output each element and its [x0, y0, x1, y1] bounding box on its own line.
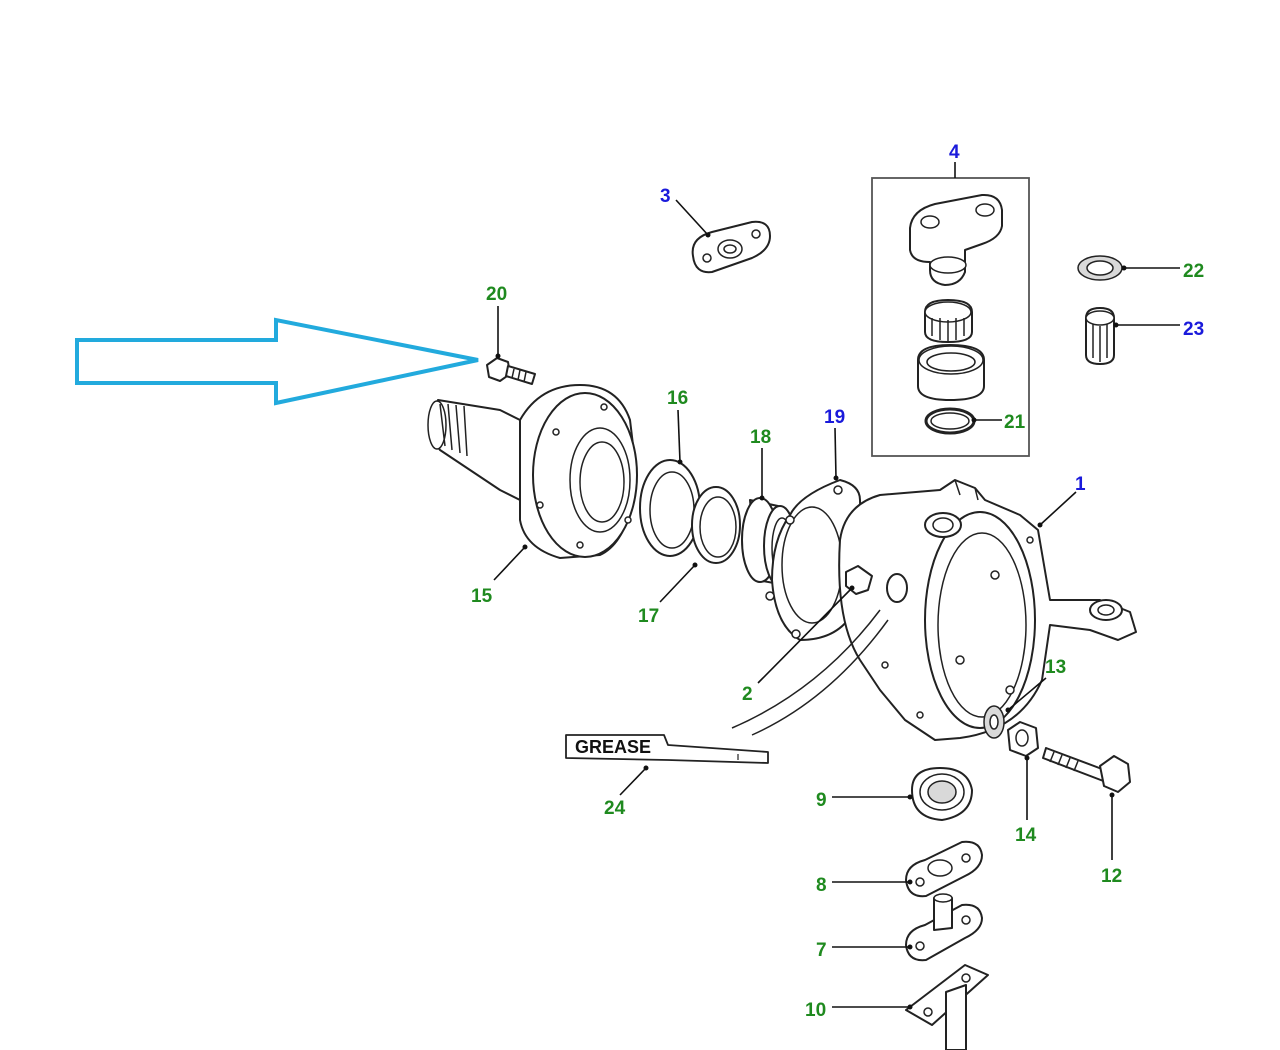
part-9-bearing [911, 767, 973, 821]
callout-4: 4 [949, 142, 960, 163]
grease-line-2 [751, 619, 889, 736]
callout-10: 10 [805, 1000, 826, 1021]
part-10-bracket [905, 964, 989, 1050]
callout-14: 14 [1015, 825, 1037, 846]
part-4-kit-box [871, 177, 1030, 457]
callout-2: 2 [742, 684, 753, 705]
part-4-swivel-pin-kit [909, 193, 1003, 435]
part-20-bolt [486, 357, 536, 385]
part-17-spacer-ring [691, 486, 741, 564]
callout-20: 20 [486, 284, 507, 305]
part-1-swivel-housing [838, 479, 1137, 741]
callout-24: 24 [604, 798, 626, 819]
callout-1: 1 [1075, 474, 1086, 495]
part-14-nut [1007, 721, 1039, 757]
callout-16: 16 [667, 388, 688, 409]
part-15-stub-axle [427, 384, 638, 559]
callout-12: 12 [1101, 866, 1122, 887]
callout-22: 22 [1183, 261, 1204, 282]
part-22-seal [1077, 255, 1123, 281]
callout-19: 19 [824, 407, 845, 428]
part-8-shim [905, 840, 983, 898]
callout-18: 18 [750, 427, 771, 448]
part-24-grease-tag: GREASE [565, 734, 769, 764]
part-3-gasket [691, 220, 771, 274]
callout-13: 13 [1045, 657, 1066, 678]
highlight-arrow [75, 317, 479, 406]
part-12-bolt [1042, 747, 1131, 793]
callout-17: 17 [638, 606, 659, 627]
grease-line-1 [731, 609, 881, 729]
part-16-oil-seal [639, 459, 701, 557]
callout-3: 3 [660, 186, 671, 207]
callout-15: 15 [471, 586, 493, 607]
part-7-swivel-pin [905, 893, 983, 962]
callout-21: 21 [1004, 412, 1026, 433]
callout-9: 9 [816, 790, 827, 811]
callout-23: 23 [1183, 319, 1204, 340]
callout-labels: 1 2 3 4 7 8 9 10 12 13 14 15 16 17 18 19… [471, 142, 1204, 1021]
callout-7: 7 [816, 940, 827, 961]
part-13-washer [983, 705, 1005, 739]
part-23-needle-roller [1085, 307, 1115, 365]
callout-8: 8 [816, 875, 827, 896]
grease-label: GREASE [575, 737, 651, 757]
leader-lines [493, 162, 1180, 1010]
